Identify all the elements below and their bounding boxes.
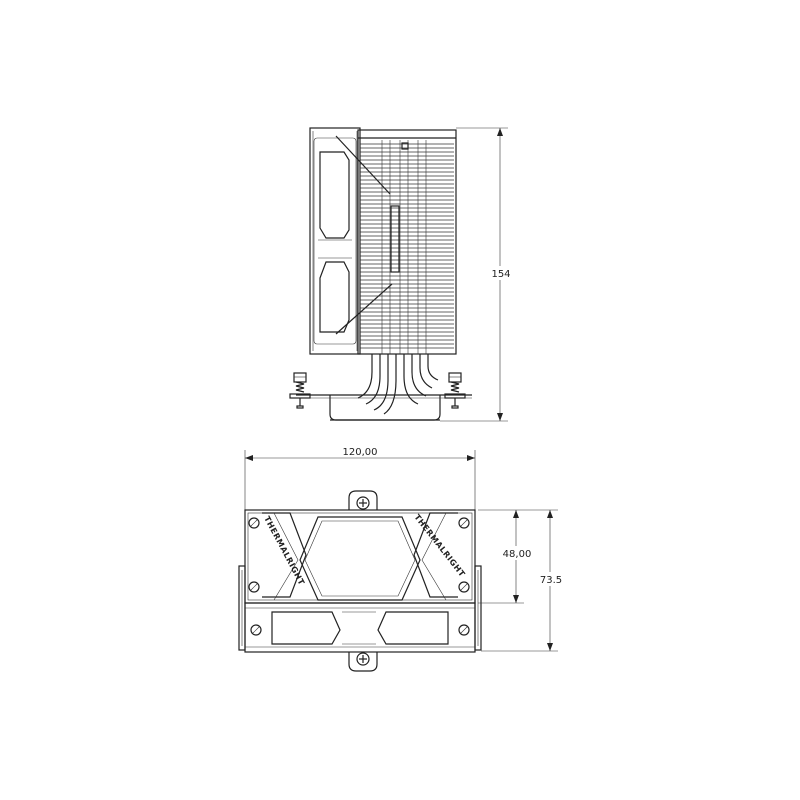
height-label: 154 — [491, 269, 510, 280]
width-label: 120,00 — [343, 447, 378, 458]
top-view-fan — [244, 602, 476, 653]
corner-screw-bl — [248, 581, 260, 593]
top-view: 120,00 — [238, 447, 565, 672]
mounting-screw-right — [444, 372, 466, 409]
fan-screw-left — [250, 624, 262, 636]
top-cover: THERMALRIGHT THERMALRIGHT — [244, 509, 476, 604]
inner-depth-dimension: 48,00 — [478, 509, 534, 604]
top-mount-tab — [348, 490, 378, 510]
corner-screw-br — [458, 581, 470, 593]
fan-screw-right — [458, 624, 470, 636]
mounting-screw-left — [289, 372, 311, 409]
corner-screw-tr — [458, 517, 470, 529]
width-dimension: 120,00 — [244, 447, 476, 510]
total-depth-label: 73.5 — [540, 575, 562, 586]
bottom-mount-tab — [348, 652, 378, 672]
inner-depth-label: 48,00 — [503, 549, 532, 560]
side-view: 154 — [289, 127, 512, 422]
height-dimension: 154 — [440, 127, 512, 422]
side-fan — [309, 127, 393, 355]
total-depth-dimension: 73.5 — [481, 509, 565, 652]
side-heatsink — [357, 129, 457, 355]
brand-text-left: THERMALRIGHT — [262, 515, 306, 587]
corner-screw-tl — [248, 517, 260, 529]
side-heat-pipes — [357, 354, 439, 415]
side-base — [296, 394, 472, 421]
